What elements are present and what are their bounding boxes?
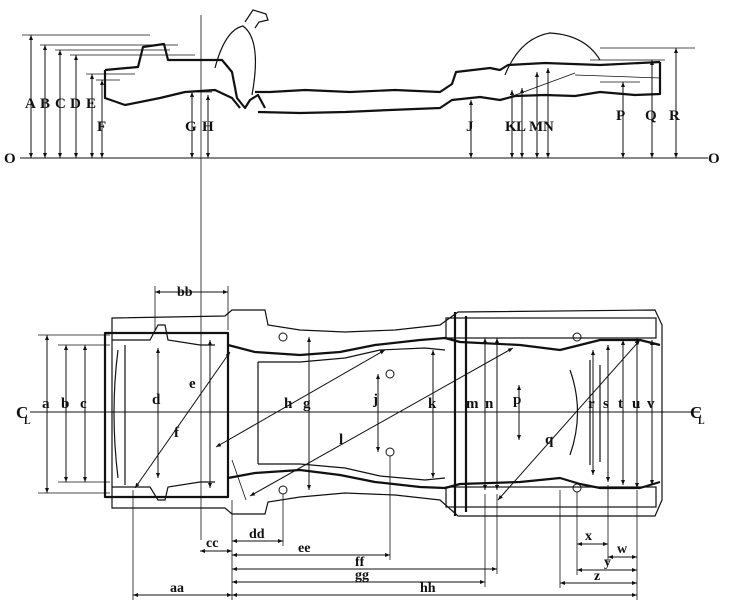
ref-hole-3: [385, 369, 395, 379]
label-g: g: [303, 396, 311, 412]
front-crossmember: [103, 331, 230, 499]
label-y: y: [604, 555, 611, 570]
label-d: d: [152, 392, 161, 408]
label-q: q: [545, 432, 554, 448]
plan-diagonal-dimensions: [134, 339, 641, 501]
mid-frame-lower: [257, 62, 662, 115]
label-R: R: [669, 108, 680, 124]
label-a: a: [42, 396, 50, 412]
label-K: K: [505, 119, 517, 135]
label-ff: ff: [355, 555, 365, 570]
label-D: D: [70, 96, 81, 112]
side-view: O O A B C D E F G H J K L M N P Q R: [4, 9, 720, 540]
front-bracket: [244, 9, 269, 29]
label-w: w: [617, 542, 628, 557]
label-L: L: [516, 119, 526, 135]
label-ee: ee: [298, 541, 310, 556]
label-l: l: [339, 432, 343, 448]
label-A: A: [25, 96, 36, 112]
label-gg: gg: [355, 568, 369, 583]
label-G: G: [185, 119, 197, 135]
label-cc: cc: [206, 536, 218, 551]
label-dd: dd: [249, 527, 265, 542]
label-E: E: [86, 96, 96, 112]
mid-frame-upper: [255, 60, 661, 94]
ref-hole-2: [278, 485, 288, 495]
label-J: J: [466, 119, 474, 135]
label-B: B: [40, 96, 50, 112]
label-c: c: [80, 396, 87, 412]
label-p: p: [513, 392, 521, 408]
label-m: m: [466, 396, 479, 412]
label-aa: aa: [170, 581, 184, 596]
rear-wheel-arch: [504, 32, 601, 76]
label-e: e: [189, 376, 196, 392]
label-P: P: [616, 108, 625, 124]
inner-rails: [258, 347, 446, 481]
label-N: N: [543, 119, 554, 135]
right-side-rail: [227, 468, 661, 490]
label-H: H: [202, 119, 214, 135]
label-v: v: [647, 396, 655, 412]
label-b: b: [61, 396, 69, 412]
front-frame-upper: [104, 42, 266, 110]
label-j: j: [372, 392, 378, 408]
rear-diagonal-member: [509, 72, 576, 98]
front-wheel-arch: [214, 25, 257, 96]
ref-hole-1: [278, 332, 288, 342]
label-F: F: [97, 119, 106, 135]
label-u: u: [632, 396, 640, 412]
plan-vertical-dimensions: [38, 334, 654, 494]
plan-view: C L C L a b c d e f g h j k l m n p q r …: [16, 285, 705, 600]
centerline-sub-right: L: [698, 416, 705, 427]
label-bb: bb: [177, 285, 193, 300]
label-C: C: [55, 96, 66, 112]
ref-hole-4: [385, 447, 395, 457]
label-n: n: [485, 396, 494, 412]
side-dimensions: [22, 34, 695, 158]
plan-horizontal-dimensions: [132, 286, 638, 600]
bumper-inner: [113, 345, 126, 485]
label-z: z: [594, 569, 600, 584]
centerline-label-right: C: [690, 403, 702, 422]
front-frame-lower: [103, 70, 241, 109]
label-k: k: [428, 396, 437, 412]
label-r: r: [588, 396, 595, 412]
rear-bottom-rail: [445, 486, 657, 508]
centerline-sub-left: L: [24, 416, 31, 427]
datum-label-right: O: [708, 151, 720, 167]
label-M: M: [529, 119, 543, 135]
label-hh: hh: [420, 581, 436, 596]
rear-top-rail: [445, 317, 657, 339]
rear-inner-line: [574, 74, 661, 79]
label-s: s: [603, 396, 609, 412]
label-t: t: [618, 396, 623, 412]
ref-hole-6: [572, 483, 582, 493]
ref-hole-5: [572, 332, 582, 342]
label-f: f: [174, 425, 180, 441]
label-Q: Q: [645, 108, 657, 124]
label-h: h: [284, 396, 293, 412]
body-outline: [111, 309, 663, 517]
datum-label-left: O: [4, 151, 16, 167]
centerline-label-left: C: [16, 403, 28, 422]
left-side-rail: [227, 336, 661, 357]
label-x: x: [585, 529, 592, 544]
